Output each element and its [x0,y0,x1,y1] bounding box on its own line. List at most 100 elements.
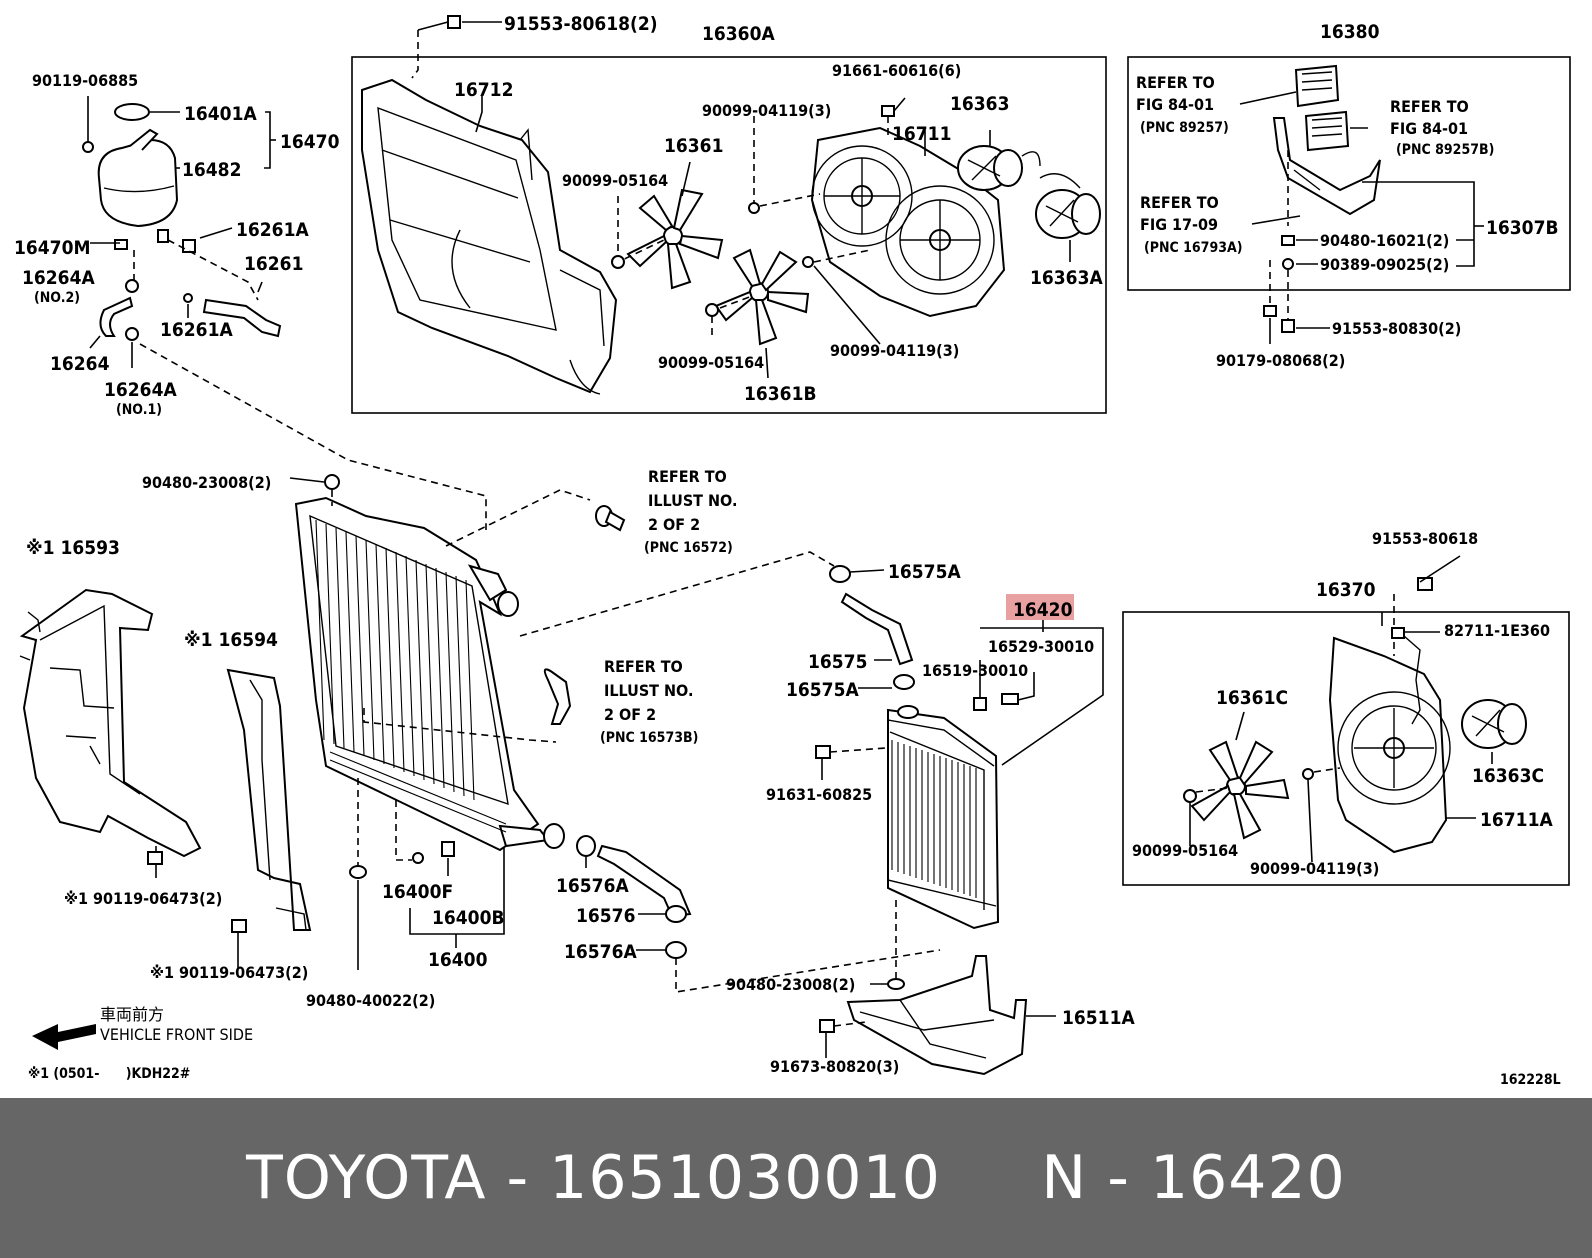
label-90099-04119-3-top: 90099-04119(3) [702,101,831,120]
label-no1: (NO.1) [116,402,162,418]
part-number-footer: TOYOTA - 1651030010 N - 16420 [0,1098,1592,1258]
label-pnc-16793A: (PNC 16793A) [1144,240,1242,256]
label-refer-fig-17-09-1: REFER TO [1140,193,1219,212]
label-pnc-16573B: (PNC 16573B) [600,730,698,746]
box-16370 [1122,611,1570,886]
label-refer-fig-84-01-a-1: REFER TO [1136,73,1215,92]
label-16470: 16470 [280,131,340,153]
label-90389-09025-2: 90389-09025(2) [1320,255,1449,274]
box-16380 [1127,56,1571,291]
label-16511A: 16511A [1062,1007,1135,1029]
label-figure-code: 162228L [1500,1072,1561,1088]
label-16261: 16261 [244,253,303,275]
label-16470M: 16470M [14,237,90,259]
air-guide-16594-drawing [226,668,312,931]
label-16400F: 16400F [382,881,453,903]
label-16264A-no1: 16264A [104,379,177,401]
label-refer-fig-84-01-a-2: FIG 84-01 [1136,95,1214,114]
label-16261A-bottom: 16261A [160,319,233,341]
label-16575A-bottom: 16575A [786,679,859,701]
label-90480-23008-2-top: 90480-23008(2) [142,473,271,492]
label-refer-fig-17-09-2: FIG 17-09 [1140,215,1218,234]
label-16361: 16361 [664,135,723,157]
label-90119-06885: 90119-06885 [32,71,138,90]
label-front-en: VEHICLE FRONT SIDE [100,1025,253,1044]
relay-bracket-16307B-drawing [1272,64,1381,216]
reservoir-tank-drawing [97,103,179,250]
box-16360A [351,56,1107,414]
label-90099-05164-top: 90099-05164 [562,171,668,190]
label-16370: 16370 [1316,579,1376,601]
label-refer-illust-a-1: REFER TO [648,467,727,486]
label-91553-80830-2: 91553-80830(2) [1332,319,1461,338]
label-90099-05164-mid: 90099-05164 [658,353,764,372]
label-16361C: 16361C [1216,687,1288,709]
label-refer-fig-84-01-b-2: FIG 84-01 [1390,119,1468,138]
label-16400: 16400 [428,949,488,971]
footer-part-number-text: TOYOTA - 1651030010 N - 16420 [246,1143,1346,1213]
radiator-16400-drawing [294,496,565,852]
label-82711-1E360: 82711-1E360 [1444,621,1550,640]
radiator-16400-fins [315,519,507,833]
fan-16361-drawing [626,188,724,290]
label-16482: 16482 [182,159,241,181]
label-pnc-89257: (PNC 89257) [1140,120,1229,136]
label-refer-illust-a-2: ILLUST NO. [648,491,737,510]
label-90099-04119-3-right: 90099-04119(3) [1250,859,1379,878]
label-refer-illust-a-3: 2 OF 2 [648,515,700,534]
label-16576A-top: 16576A [556,875,629,897]
label-91631-60825: 91631-60825 [766,785,872,804]
label-16264A-no2: 16264A [22,267,95,289]
label-16363C: 16363C [1472,765,1544,787]
parts-diagram: 91553-80618(2) 16360A 16380 90119-06885 … [14,13,1571,1088]
motor-16363-drawing [957,145,1041,191]
label-90179-08068-2: 90179-08068(2) [1216,351,1345,370]
label-16576: 16576 [576,905,635,927]
label-16519-30010: 16519-30010 [922,661,1028,680]
label-91553-80618-2: 91553-80618(2) [504,13,658,35]
label-90480-40022-2: 90480-40022(2) [306,991,435,1010]
air-guide-16593-drawing [19,588,202,858]
bracket-16420 [980,627,1104,766]
label-16594: ※1 16594 [184,629,278,651]
label-16401A: 16401A [184,103,257,125]
label-pnc-16572: (PNC 16572) [644,540,733,556]
label-90480-23008-2-bottom: 90480-23008(2) [726,975,855,994]
label-16529-30010: 16529-30010 [988,637,1094,656]
label-16712: 16712 [454,79,513,101]
label-90480-16021-2: 90480-16021(2) [1320,231,1449,250]
label-front-jp: 車両前方 [100,1005,164,1024]
label-refer-illust-b-1: REFER TO [604,657,683,676]
label-16575: 16575 [808,651,867,673]
label-16361B: 16361B [744,383,817,405]
label-16360A: 16360A [702,23,775,45]
front-arrow-icon [32,1024,96,1050]
label-16363: 16363 [950,93,1009,115]
label-90119-06473-2-bottom: ※1 90119-06473(2) [150,963,308,982]
label-16400B: 16400B [432,907,505,929]
label-16307B: 16307B [1486,217,1559,239]
label-no2: (NO.2) [34,290,80,306]
label-16593: ※1 16593 [26,537,120,559]
radiator-assembly-16420-drawing [887,705,1000,930]
label-91661-60616-6: 91661-60616(6) [832,61,961,80]
fan-shroud-16711A-drawing [1328,636,1451,854]
label-applicability-note: ※1 (0501- )KDH22# [28,1066,190,1082]
label-16261A-top: 16261A [236,219,309,241]
motor-16363C-drawing [1461,699,1527,749]
label-refer-fig-84-01-b-1: REFER TO [1390,97,1469,116]
label-16264: 16264 [50,353,110,375]
highlight-16420 [1006,594,1074,620]
fan-shroud-16712-drawing [361,78,618,395]
label-refer-illust-b-3: 2 OF 2 [604,705,656,724]
label-16363A: 16363A [1030,267,1103,289]
label-91553-80618: 91553-80618 [1372,529,1478,548]
label-refer-illust-b-2: ILLUST NO. [604,681,693,700]
label-16576A-bottom: 16576A [564,941,637,963]
label-91673-80820-3: 91673-80820(3) [770,1057,899,1076]
label-90099-04119-3-mid: 90099-04119(3) [830,341,959,360]
bracket-16511A-drawing [846,955,1028,1076]
label-90119-06473-2-left: ※1 90119-06473(2) [64,889,222,908]
motor-16363A-drawing [1035,173,1101,239]
label-16711: 16711 [892,123,951,145]
